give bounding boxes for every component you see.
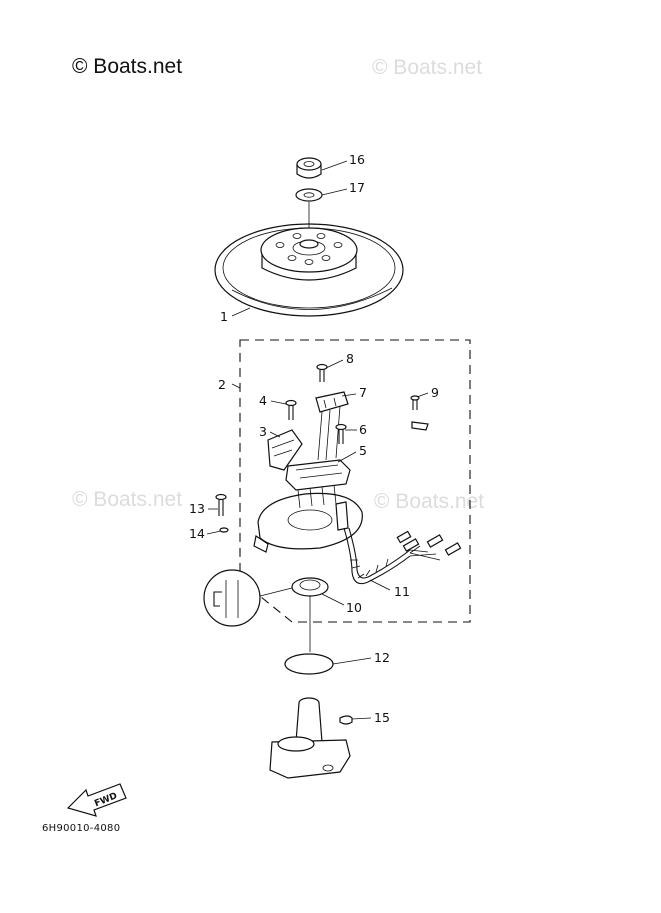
leader-lines <box>206 160 429 720</box>
callout-9: 9 <box>431 385 439 400</box>
callout-12: 12 <box>374 650 390 665</box>
callout-10: 10 <box>346 600 362 615</box>
detail-circle <box>203 569 293 627</box>
watermark-faded: © Boats.net <box>374 490 485 513</box>
magneto-control-lever <box>269 697 353 779</box>
screw-13 <box>215 493 229 533</box>
callout-5: 5 <box>359 443 367 458</box>
callout-6: 6 <box>359 422 367 437</box>
callout-14: 14 <box>189 526 205 541</box>
stator-coil <box>285 459 351 531</box>
screw-8 <box>316 363 328 382</box>
diagram-code: 6H90010-4080 <box>42 823 121 834</box>
callout-8: 8 <box>346 351 354 366</box>
screw-9 <box>410 395 429 431</box>
callout-labels: 16 17 1 2 8 7 9 4 6 3 5 13 14 11 10 12 1… <box>189 152 439 725</box>
callout-4: 4 <box>259 393 267 408</box>
wire-harness <box>343 527 462 585</box>
callout-15: 15 <box>374 710 390 725</box>
screw-6 <box>335 423 347 444</box>
watermark-main: © Boats.net <box>72 55 183 78</box>
callout-7: 7 <box>359 385 367 400</box>
screw-4 <box>285 399 297 420</box>
flywheel <box>214 223 404 317</box>
assembly-boundary <box>239 339 471 623</box>
collar <box>291 577 329 597</box>
coupler <box>315 391 349 461</box>
pulser-coil <box>267 429 303 471</box>
callout-2: 2 <box>218 377 226 392</box>
fwd-arrow-icon: FWD <box>66 783 127 817</box>
watermark-faded: © Boats.net <box>372 56 483 79</box>
callout-13: 13 <box>189 501 205 516</box>
callout-16: 16 <box>349 152 365 167</box>
callout-3: 3 <box>259 424 267 439</box>
o-ring <box>284 653 334 675</box>
callout-11: 11 <box>394 584 410 599</box>
callout-17: 17 <box>349 180 365 195</box>
washer <box>295 188 323 202</box>
callout-1: 1 <box>220 309 228 324</box>
flywheel-nut <box>296 157 322 179</box>
watermark-faded: © Boats.net <box>72 488 183 511</box>
